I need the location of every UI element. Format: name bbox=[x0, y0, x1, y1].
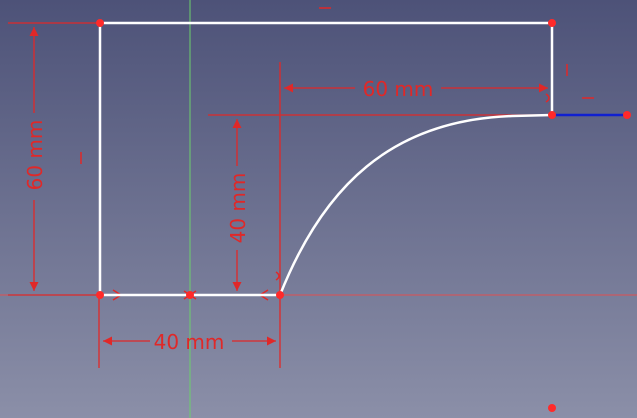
sketch-point[interactable] bbox=[96, 19, 104, 27]
sketch-point[interactable] bbox=[186, 291, 194, 299]
tangent-constraint-icon bbox=[545, 93, 550, 103]
sketch-point[interactable] bbox=[548, 111, 556, 119]
sketch-point[interactable] bbox=[548, 404, 556, 412]
dim-label-bottom-width[interactable]: 40 mm bbox=[154, 330, 225, 354]
dim-label-left-height[interactable]: 60 mm bbox=[23, 120, 47, 191]
sketch-arc[interactable] bbox=[278, 113, 553, 296]
dim-label-inner-height[interactable]: 40 mm bbox=[226, 173, 250, 244]
dimension-lines bbox=[29, 27, 548, 346]
dim-label-top-width[interactable]: 60 mm bbox=[363, 77, 434, 101]
sketch-point[interactable] bbox=[548, 19, 556, 27]
sketch-point[interactable] bbox=[623, 111, 631, 119]
sketch-point[interactable] bbox=[276, 291, 284, 299]
sketch-point[interactable] bbox=[96, 291, 104, 299]
sketch-points[interactable] bbox=[96, 19, 631, 412]
tangent-constraint-icon bbox=[275, 271, 280, 281]
sketch-geometry[interactable] bbox=[98, 21, 554, 297]
